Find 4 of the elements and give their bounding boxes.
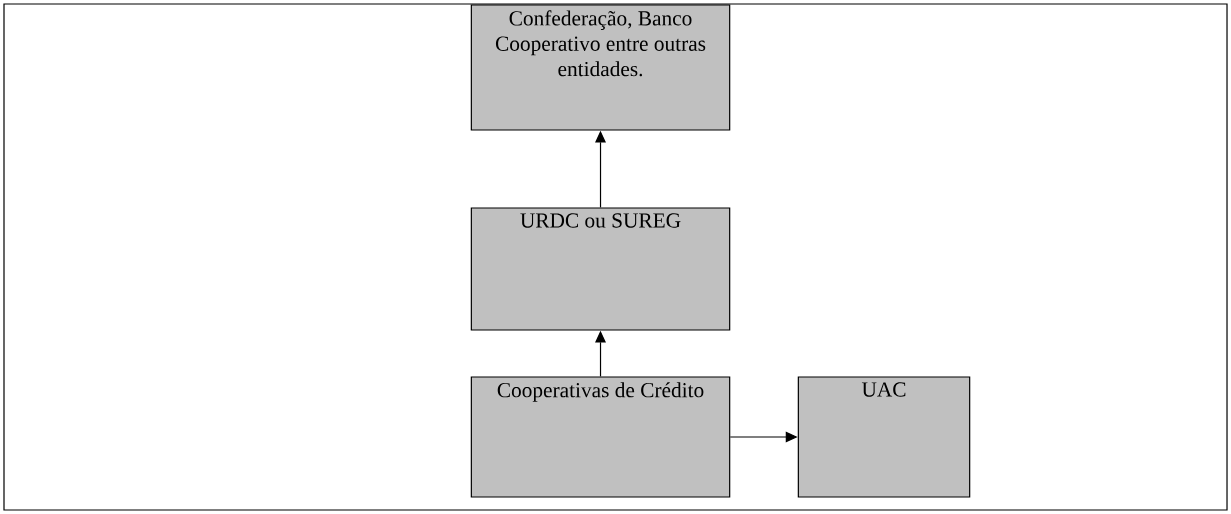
process-box: UAC	[797, 376, 971, 498]
process-box: Confederação, Banco Cooperativo entre outras entidades.	[470, 4, 731, 131]
process-box: URDC ou SUREG	[470, 207, 731, 331]
process-box: Cooperativas de Crédito	[470, 376, 731, 498]
